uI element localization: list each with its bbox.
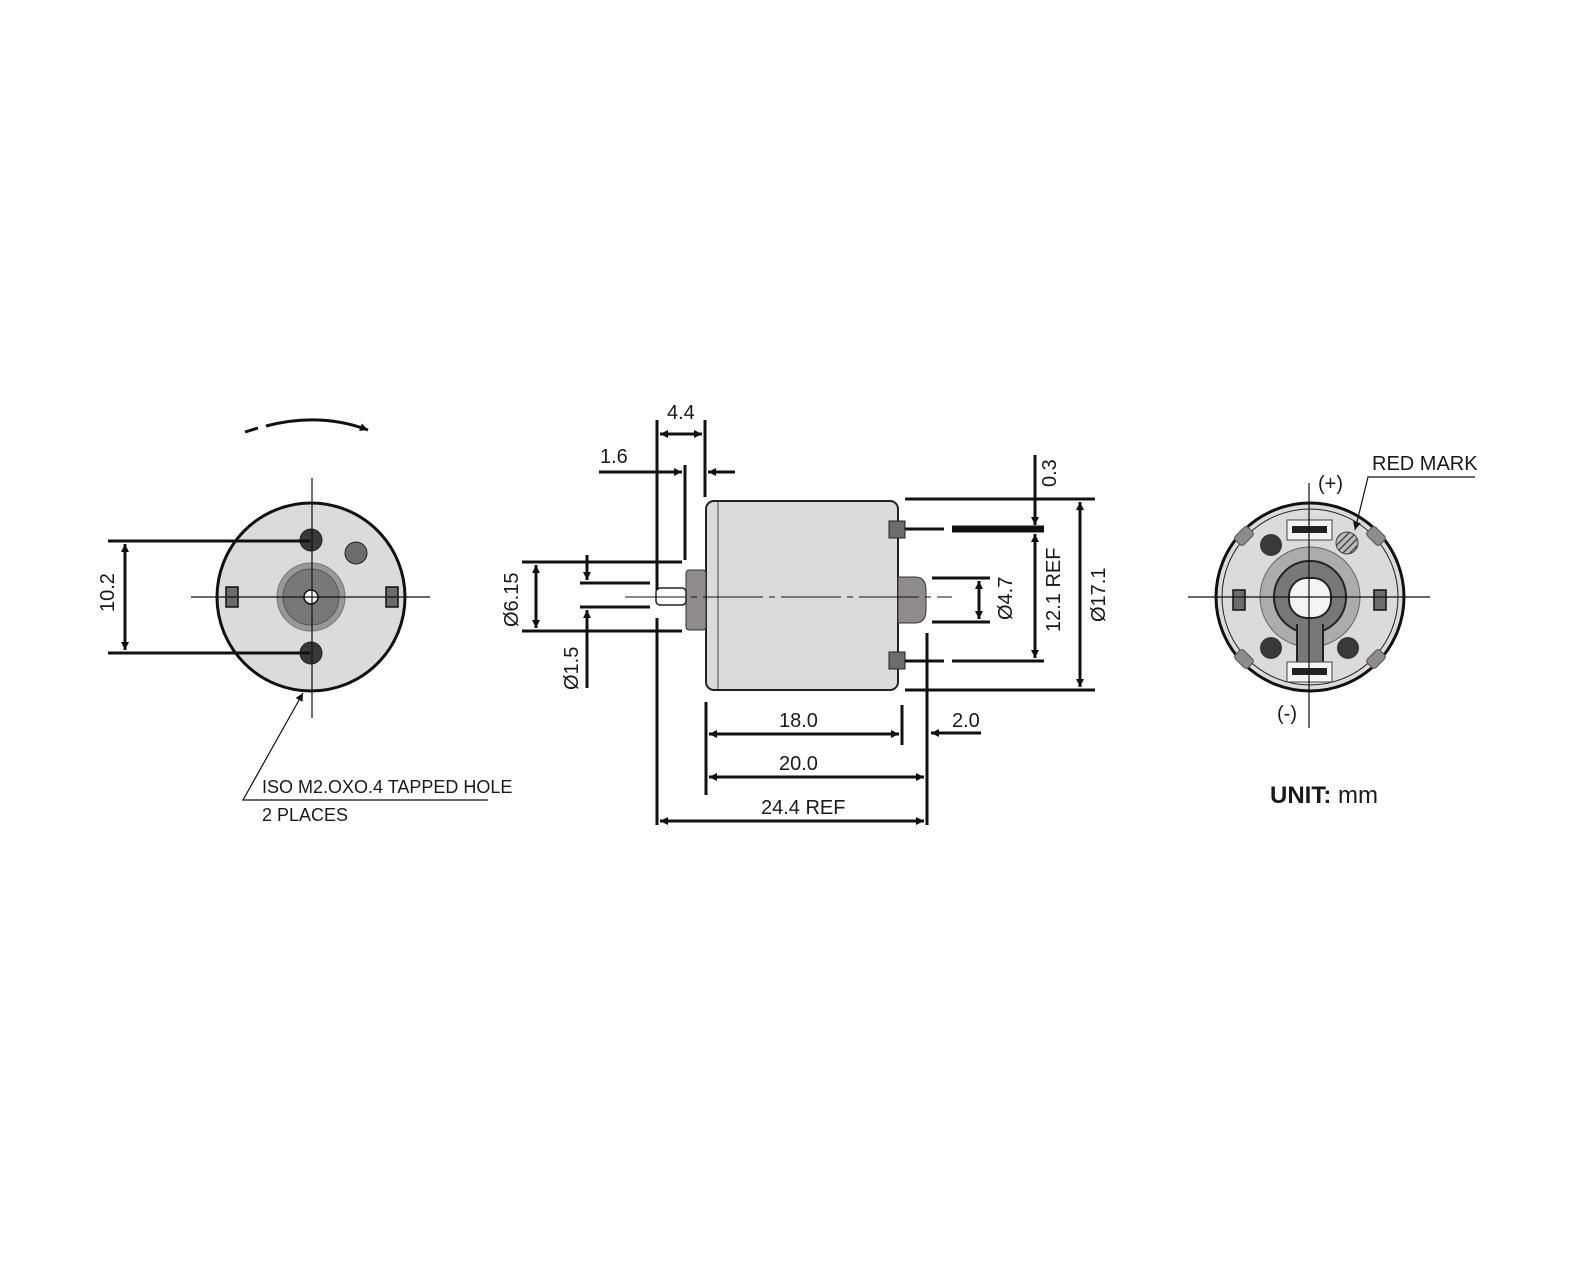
terminal-top [888,520,906,539]
dim-rear-gap: 2.0 [952,710,980,732]
rear-view: (+) (-) RED MARK [1188,453,1478,728]
dim-terminal-span: 12.1 REF [1043,548,1065,632]
dim-terminal-thickness: 0.3 [1039,459,1061,487]
motor-body [705,500,899,691]
unit-label: UNIT: mm [1270,782,1378,809]
front-view: 10.2 ISO M2.OXO.4 TAPPED HOLE 2 PLACES [97,420,512,825]
dim-boss: 1.6 [600,446,628,468]
rotation-arrow-icon [244,420,368,432]
dim-body-length: 18.0 [779,710,818,732]
terminal-bottom [888,651,906,670]
dim-body-dia: Ø17.1 [1088,568,1110,622]
tapped-hole-count: 2 PLACES [262,805,348,825]
dim-overall: 24.4 REF [761,797,845,819]
dim-hole-spacing: 10.2 [97,573,119,612]
front-flange [685,569,707,631]
dim-boss-dia: Ø6.15 [501,573,523,627]
dim-flange: 4.4 [667,402,695,424]
dim-to-rear: 20.0 [779,753,818,775]
dim-rear-dia: Ø4.7 [995,577,1017,620]
label-minus: (-) [1277,703,1297,725]
rear-bore [1288,577,1332,619]
side-view: 4.4 1.6 Ø6.15 Ø1.5 18.0 20.0 24.4 REF 2.… [501,402,1110,825]
rear-bearing [897,576,927,624]
red-mark [1335,531,1359,555]
label-red-mark: RED MARK [1372,453,1478,475]
vent-hole [344,541,368,565]
tapped-hole-note: ISO M2.OXO.4 TAPPED HOLE [262,777,512,797]
label-plus: (+) [1318,473,1343,495]
dim-shaft-dia: Ø1.5 [561,647,583,690]
